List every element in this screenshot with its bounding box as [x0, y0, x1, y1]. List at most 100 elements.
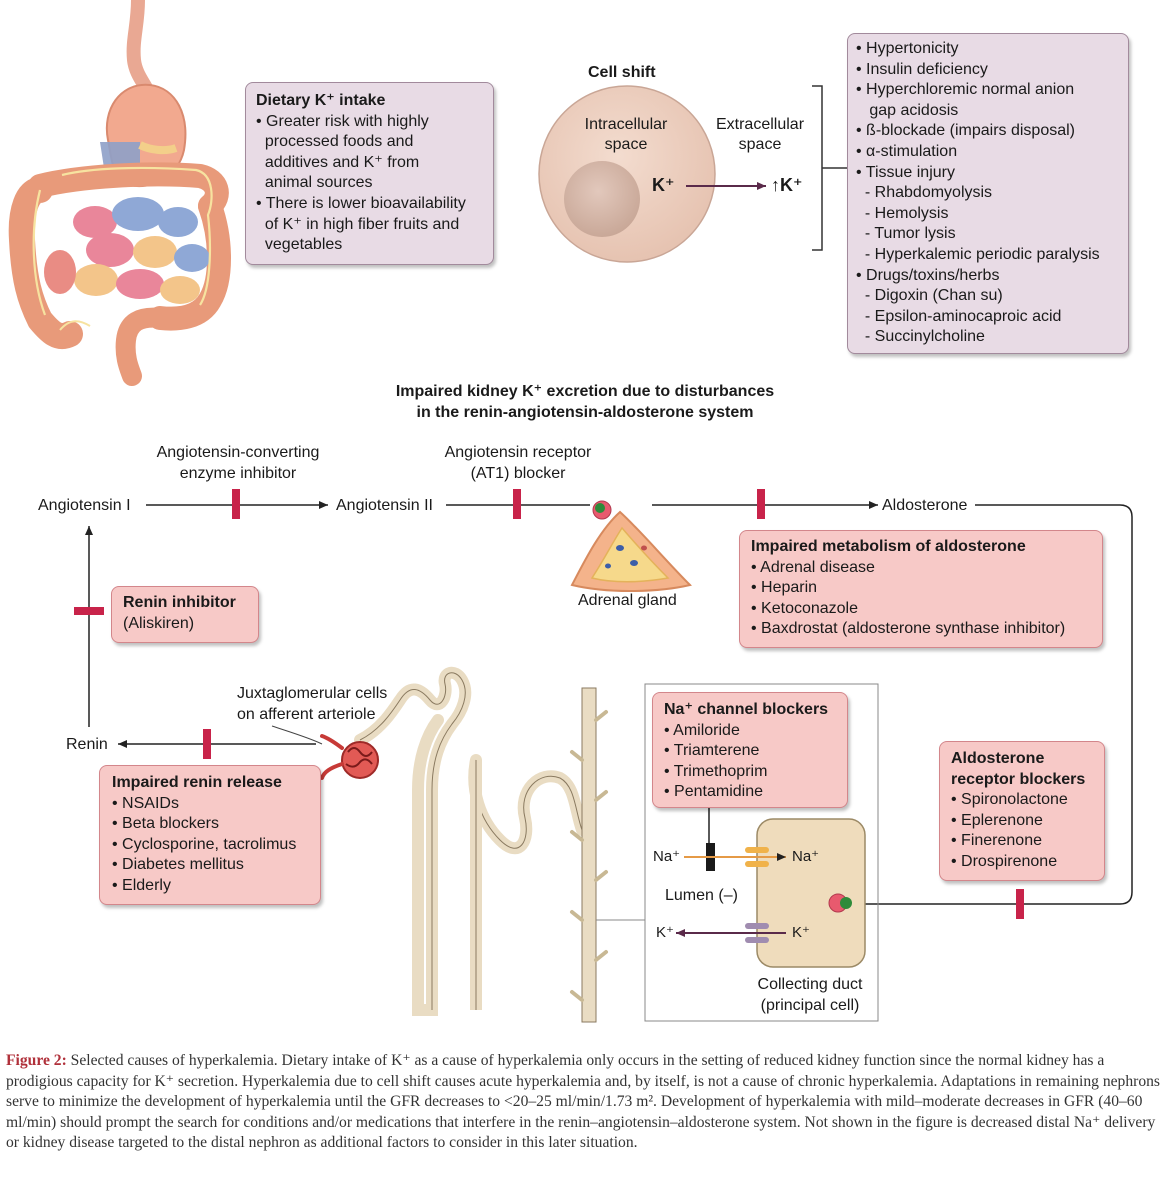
raas-heading-line1: Impaired kidney K⁺ excretion due to dist… [395, 383, 775, 400]
k-cell-label: K⁺ [792, 924, 810, 941]
dietary-item: animal sources [256, 174, 373, 192]
collecting-duct-inset-frame [644, 683, 879, 1022]
arrow-aldosterone-to-cell [852, 504, 1133, 908]
na-channel-blocker-item: • Triamterene [664, 742, 760, 760]
renin-release-item: • Elderly [112, 876, 171, 894]
enac-channel [745, 847, 769, 853]
dietary-item: vegetables [256, 236, 343, 254]
shift-cause-item: - Digoxin (Chan su) [856, 287, 1003, 305]
cell-shift-title: Cell shift [588, 64, 656, 81]
collecting-duct-label-2: (principal cell) [760, 997, 860, 1014]
dietary-item: processed foods and [256, 133, 414, 151]
aldosterone-receptor-item: • Spironolactone [951, 791, 1068, 809]
ace-inhibitor-label: Angiotensin-converting [156, 444, 320, 461]
caption-text: Selected causes of hyperkalemia. Dietary… [6, 1052, 1160, 1151]
shift-cause-item: - Tumor lysis [856, 225, 956, 243]
aldosterone-metabolism-title: Impaired metabolism of aldosterone [751, 538, 1026, 555]
principal-cell [756, 818, 866, 968]
aldosterone-label: Aldosterone [882, 497, 968, 514]
dietary-item: additives and K⁺ from [256, 153, 420, 171]
aldosterone-metabolism-item: • Ketoconazole [751, 599, 859, 617]
renin-release-box: Impaired renin release • NSAIDs • Beta b… [99, 765, 321, 905]
renin-release-item: • NSAIDs [112, 794, 179, 812]
shift-cause-item: - Rhabdomyolysis [856, 184, 993, 202]
renin-inhibitor-item: (Aliskiren) [123, 614, 195, 632]
aldosterone-receptor-item: • Finerenone [951, 832, 1042, 850]
k-lumen-label: K⁺ [656, 924, 674, 941]
k-intracellular: K⁺ [652, 175, 675, 195]
adrenal-gland-illustration [570, 500, 692, 593]
aldosterone-metabolism-item: • Heparin [751, 579, 818, 597]
digestive-tract-illustration [8, 0, 231, 386]
renin-label: Renin [66, 736, 108, 753]
cell-illustration [538, 85, 716, 263]
renin-release-block-bar [203, 729, 211, 759]
arb-label-2: (AT1) blocker [470, 465, 566, 482]
collecting-duct-label: Collecting duct [757, 976, 863, 993]
renin-release-item: • Diabetes mellitus [112, 856, 244, 874]
aldosterone-receptor-item: • Drospirenone [951, 852, 1058, 870]
lumen-label: Lumen (–) [665, 887, 738, 904]
renin-inhibitor-block-bar [74, 607, 104, 615]
intracellular-label: Intracellular space [584, 116, 668, 153]
shift-cause-item: • ß-blockade (impairs disposal) [856, 122, 1076, 140]
arb-block-bar [513, 489, 521, 519]
jg-pointer-line [271, 725, 323, 745]
shift-cause-item: • Hyperchloremic normal anion [856, 81, 1075, 99]
renin-release-title: Impaired renin release [112, 774, 282, 791]
renin-release-item: • Beta blockers [112, 815, 219, 833]
shift-cause-item: • Drugs/toxins/herbs [856, 266, 1000, 284]
shift-cause-item: • Insulin deficiency [856, 60, 988, 78]
jg-cells-label: Juxtaglomerular cells [237, 685, 388, 702]
na-channel-blocker-item: • Amiloride [664, 721, 740, 739]
na-cell-label: Na⁺ [792, 848, 820, 865]
shift-cause-item: - Epsilon-aminocaproic acid [856, 307, 1062, 325]
raas-heading-line2: in the renin-angiotensin-aldosterone sys… [416, 404, 754, 421]
ace-inhibitor-block-bar [232, 489, 240, 519]
figure-label: Figure 2: [6, 1052, 67, 1069]
ace-inhibitor-label-2: enzyme inhibitor [179, 465, 297, 482]
dietary-item: of K⁺ in high fiber fruits and [256, 215, 460, 233]
shift-cause-item: gap acidosis [856, 101, 959, 119]
dietary-intake-title: Dietary K⁺ intake [256, 92, 386, 109]
na-channel-blockers-title: Na⁺ channel blockers [664, 701, 829, 718]
shift-cause-item: - Hemolysis [856, 204, 949, 222]
aldosterone-receptor-blockers-box: Aldosterone receptor blockers • Spironol… [939, 741, 1105, 881]
angiotensin-1: Angiotensin I [38, 497, 131, 514]
renin-release-item: • Cyclosporine, tacrolimus [112, 835, 297, 853]
arb-label: Angiotensin receptor [444, 444, 592, 461]
aldosterone-receptor-title: Aldosterone [951, 750, 1045, 767]
aldosterone-metabolism-box: Impaired metabolism of aldosterone • Adr… [739, 530, 1103, 648]
angiotensin-2: Angiotensin II [336, 497, 433, 514]
adrenal-gland-label: Adrenal gland [578, 592, 677, 609]
aldosterone-receptor-block-bar [1016, 889, 1024, 919]
k-extracellular: ↑K⁺ [771, 175, 803, 195]
cell-shift-causes-box: • Hypertonicity • Insulin deficiency • H… [847, 33, 1129, 354]
shift-cause-item: - Succinylcholine [856, 328, 985, 346]
na-lumen-label: Na⁺ [653, 848, 681, 865]
renin-inhibitor-title: Renin inhibitor [123, 594, 236, 611]
dietary-item: • Greater risk with highly [256, 112, 429, 130]
extracellular-label: Extracellular space [715, 116, 805, 153]
shift-cause-item: • Tissue injury [856, 163, 955, 181]
aldosterone-receptor-item: • Eplerenone [951, 811, 1043, 829]
na-channel-blockers-box: Na⁺ channel blockers • Amiloride • Triam… [652, 692, 848, 808]
aldosterone-synthesis-block-bar [757, 489, 765, 519]
romk-channel [745, 923, 769, 929]
shift-cause-item: • α-stimulation [856, 142, 958, 160]
nephron-illustration [320, 666, 608, 1023]
na-channel-blocker-item: • Pentamidine [664, 783, 763, 801]
jg-cells-label-2: on afferent arteriole [237, 706, 376, 723]
renin-inhibitor-box: Renin inhibitor (Aliskiren) [111, 586, 259, 643]
shift-cause-item: - Hyperkalemic periodic paralysis [856, 245, 1100, 263]
aldosterone-molecule [840, 897, 852, 909]
aldosterone-metabolism-item: • Adrenal disease [751, 558, 875, 576]
romk-channel-lower [745, 937, 769, 943]
aldosterone-receptor-title-2: receptor blockers [951, 770, 1086, 788]
bracket [812, 85, 848, 251]
dietary-intake-box: Dietary K⁺ intake • Greater risk with hi… [245, 82, 494, 265]
shift-cause-item: • Hypertonicity [856, 40, 959, 57]
figure-caption: Figure 2: Selected causes of hyperkalemi… [6, 1051, 1166, 1154]
enac-channel-lower [745, 861, 769, 867]
